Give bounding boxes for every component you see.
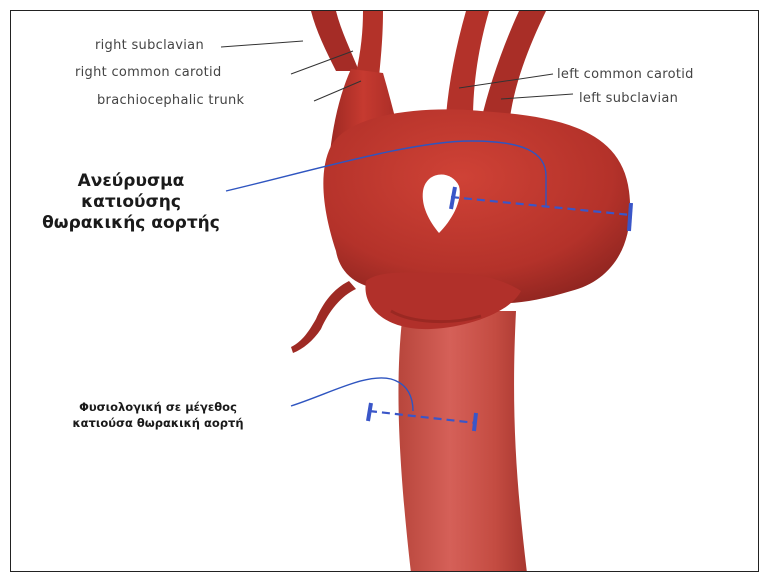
descending-aorta — [398, 311, 527, 572]
aortic-arch-aneurysm — [323, 109, 630, 303]
intercostal-vessel — [291, 281, 356, 353]
aneurysm-callout-line1: Ανεύρυσμα — [17, 171, 245, 192]
normal-callout-line2: κατιούσα θωρακική αορτή — [23, 415, 293, 431]
aneurysm-callout: Ανεύρυσμα κατιούσης θωρακικής αορτής — [17, 171, 245, 234]
aneurysm-callout-line3: θωρακικής αορτής — [17, 213, 245, 234]
normal-leader — [291, 378, 413, 411]
aneurysm-callout-line2: κατιούσης — [17, 192, 245, 213]
diagram-frame: right subclavian right common carotid br… — [10, 10, 759, 572]
normal-aorta-callout: Φυσιολογική σε μέγεθος κατιούσα θωρακική… — [23, 399, 293, 431]
normal-callout-line1: Φυσιολογική σε μέγεθος — [23, 399, 293, 415]
label-left-subclavian: left subclavian — [579, 91, 678, 106]
label-right-subclavian: right subclavian — [95, 38, 204, 53]
left-common-carotid-vessel — [446, 11, 489, 121]
left-subclavian-vessel — [481, 11, 546, 126]
right-subclavian-vessel — [311, 11, 359, 71]
label-left-common-carotid: left common carotid — [557, 67, 694, 82]
label-brachiocephalic-trunk: brachiocephalic trunk — [97, 93, 244, 108]
label-right-common-carotid: right common carotid — [75, 65, 222, 80]
right-common-carotid-vessel — [356, 11, 383, 77]
